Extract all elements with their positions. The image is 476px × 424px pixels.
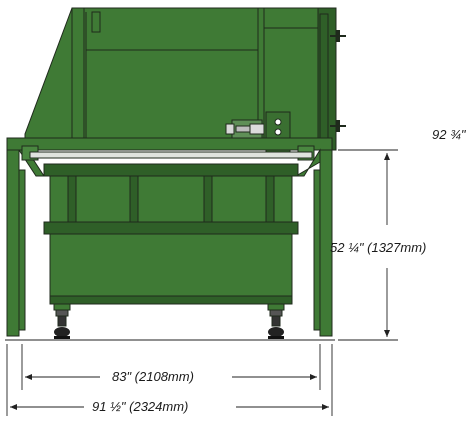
caster-right bbox=[267, 303, 285, 339]
container-bin bbox=[43, 163, 299, 305]
inner-width-label: 83" (2108mm) bbox=[112, 369, 194, 384]
body-height-label: 52 ¼" (1327mm) bbox=[330, 240, 426, 255]
outer-width-label: 91 ½" (2324mm) bbox=[92, 399, 188, 414]
caster-left bbox=[53, 303, 71, 339]
guide-rail bbox=[29, 151, 313, 159]
inner-width-dimension bbox=[21, 344, 321, 390]
upper-housing bbox=[24, 7, 346, 151]
body-height-dimension bbox=[338, 149, 398, 341]
outer-width-dimension bbox=[6, 344, 333, 416]
overall-height-label: 92 ¾" bbox=[432, 127, 467, 142]
outer-frame bbox=[6, 137, 333, 337]
